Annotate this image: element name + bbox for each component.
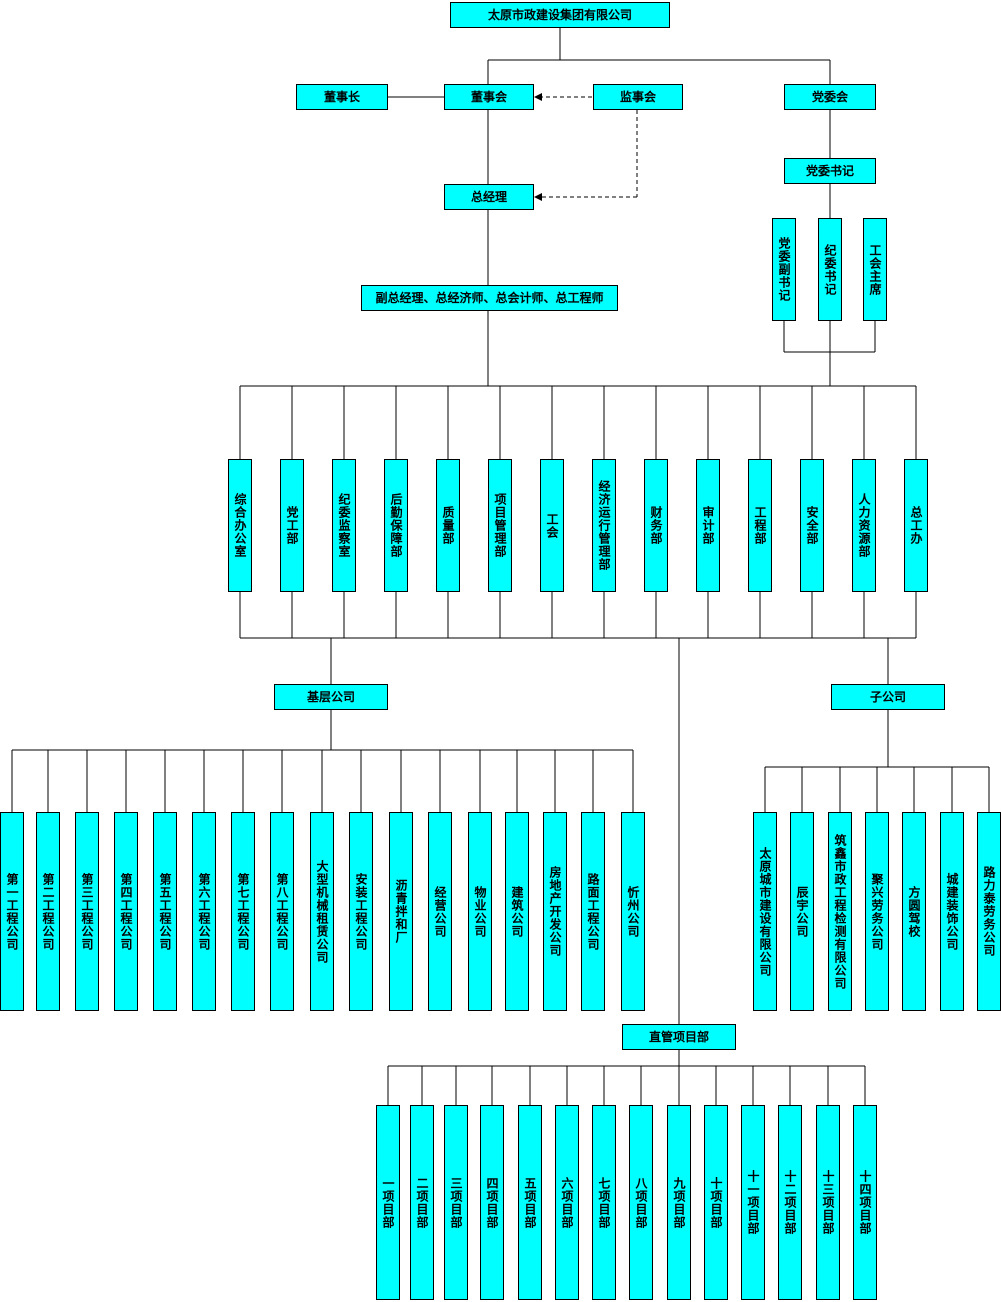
board-box: 董事会 [444, 84, 534, 110]
grassroots-company-box-6: 第六工程公司 [192, 812, 216, 1011]
arrowhead [534, 93, 542, 101]
department-box-10: 审计部 [696, 459, 720, 592]
department-box-5: 质量部 [436, 459, 460, 592]
direct-project-box-2: 二项目部 [410, 1105, 434, 1300]
grassroots-company-box-9: 大型机械租赁公司 [310, 812, 334, 1011]
subsidiary-box-6: 城建装饰公司 [940, 812, 964, 1011]
subsidiary-box-7: 路力泰劳务公司 [977, 812, 1001, 1011]
grassroots-company-box-12: 经营公司 [428, 812, 452, 1011]
direct-projects-label-box: 直管项目部 [622, 1024, 736, 1050]
department-box-12: 安全部 [800, 459, 824, 592]
union-chairman-box: 工会主席 [863, 218, 887, 321]
subsidiaries-label-box: 子公司 [831, 684, 945, 710]
grassroots-company-box-7: 第七工程公司 [231, 812, 255, 1011]
party-deputy-secretary-box: 党委副书记 [772, 218, 796, 321]
direct-project-box-8: 八项目部 [629, 1105, 653, 1300]
party-secretary-box: 党委书记 [784, 158, 876, 184]
department-box-14: 总工办 [904, 459, 928, 592]
grassroots-company-box-17: 忻州公司 [621, 812, 645, 1011]
department-box-9: 财务部 [644, 459, 668, 592]
grassroots-company-box-11: 沥青拌和厂 [389, 812, 413, 1011]
grassroots-company-box-10: 安装工程公司 [349, 812, 373, 1011]
department-box-4: 后勤保障部 [384, 459, 408, 592]
department-box-2: 党工部 [280, 459, 304, 592]
grassroots-company-box-3: 第三工程公司 [75, 812, 99, 1011]
subsidiary-box-4: 聚兴劳务公司 [865, 812, 889, 1011]
subsidiary-box-2: 辰宇公司 [790, 812, 814, 1011]
party-committee-box: 党委会 [784, 84, 876, 110]
company-box: 太原市政建设集团有限公司 [450, 2, 670, 28]
direct-project-box-11: 十一项目部 [741, 1105, 765, 1300]
direct-project-box-14: 十四项目部 [853, 1105, 877, 1300]
direct-project-box-6: 六项目部 [555, 1105, 579, 1300]
department-box-1: 综合办公室 [228, 459, 252, 592]
subsidiary-box-3: 筑鑫市政工程检测有限公司 [828, 812, 852, 1011]
direct-project-box-5: 五项目部 [518, 1105, 542, 1300]
direct-project-box-3: 三项目部 [444, 1105, 468, 1300]
grassroots-company-box-5: 第五工程公司 [153, 812, 177, 1011]
chairman-box: 董事长 [296, 84, 388, 110]
department-box-11: 工程部 [748, 459, 772, 592]
department-box-6: 项目管理部 [488, 459, 512, 592]
direct-project-box-12: 十二项目部 [778, 1105, 802, 1300]
subsidiary-box-1: 太原城市建设有限公司 [753, 812, 777, 1011]
grassroots-company-box-4: 第四工程公司 [114, 812, 138, 1011]
grassroots-company-box-8: 第八工程公司 [270, 812, 294, 1011]
subsidiary-box-5: 方圆驾校 [902, 812, 926, 1011]
arrowhead [534, 193, 542, 201]
grassroots-label-box: 基层公司 [274, 684, 388, 710]
supervisors-box: 监事会 [593, 84, 683, 110]
direct-project-box-13: 十三项目部 [816, 1105, 840, 1300]
grassroots-company-box-16: 路面工程公司 [581, 812, 605, 1011]
grassroots-company-box-13: 物业公司 [468, 812, 492, 1011]
department-box-13: 人力资源部 [852, 459, 876, 592]
direct-project-box-1: 一项目部 [376, 1105, 400, 1300]
direct-project-box-10: 十项目部 [704, 1105, 728, 1300]
grassroots-company-box-14: 建筑公司 [505, 812, 529, 1011]
deputies-box: 副总经理、总经济师、总会计师、总工程师 [361, 285, 618, 311]
department-box-3: 纪委监察室 [332, 459, 356, 592]
general-manager-box: 总经理 [444, 184, 534, 210]
department-box-7: 工会 [540, 459, 564, 592]
grassroots-company-box-1: 第一工程公司 [0, 812, 24, 1011]
direct-project-box-4: 四项目部 [480, 1105, 504, 1300]
department-box-8: 经济运行管理部 [592, 459, 616, 592]
grassroots-company-box-2: 第二工程公司 [36, 812, 60, 1011]
discipline-secretary-box: 纪委书记 [818, 218, 842, 321]
direct-project-box-9: 九项目部 [667, 1105, 691, 1300]
direct-project-box-7: 七项目部 [592, 1105, 616, 1300]
grassroots-company-box-15: 房地产开发公司 [543, 812, 567, 1011]
